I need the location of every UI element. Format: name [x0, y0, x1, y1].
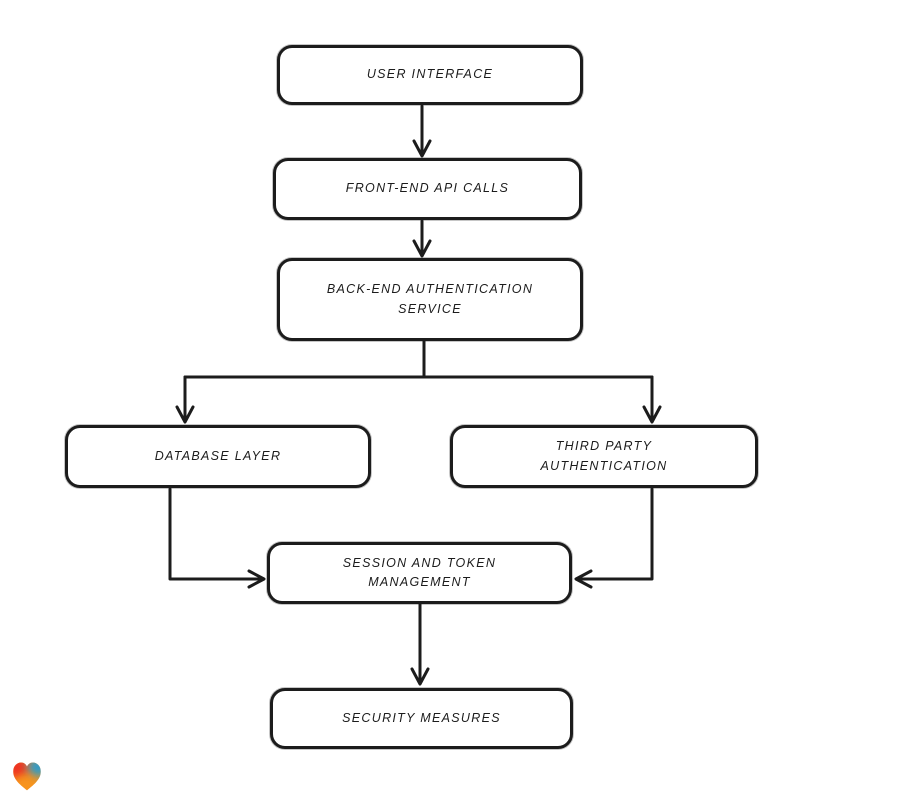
arrowhead-down-icon	[410, 667, 430, 686]
edge-database-to-session	[168, 487, 264, 581]
node-label: DATABASE LAYER	[154, 448, 282, 463]
node-label: THIRD PARTY AUTHENTICATION	[540, 439, 668, 473]
node-front-end-api-calls[interactable]: FRONT-END API CALLS	[273, 158, 582, 220]
node-session-token-mgmt[interactable]: SESSION AND TOKEN MANAGEMENT	[267, 542, 572, 604]
edge-thirdparty-to-session	[576, 487, 654, 581]
arrowhead-down-icon	[642, 405, 662, 424]
node-database-layer[interactable]: DATABASE LAYER	[65, 425, 371, 488]
arrowhead-right-icon	[247, 569, 266, 589]
arrowhead-down-icon	[175, 405, 195, 424]
eraser-heart-logo	[13, 762, 41, 791]
node-security-measures[interactable]: SECURITY MEASURES	[270, 688, 573, 749]
node-user-interface[interactable]: USER INTERFACE	[277, 45, 583, 105]
node-label: FRONT-END API CALLS	[345, 181, 510, 196]
arrowhead-down-icon	[412, 239, 432, 258]
node-label: SESSION AND TOKEN MANAGEMENT	[342, 555, 497, 589]
arrowhead-left-icon	[574, 569, 593, 589]
node-label: USER INTERFACE	[366, 67, 494, 82]
arrowhead-down-icon	[412, 139, 432, 158]
node-back-end-auth-service[interactable]: BACK-END AUTHENTICATION SERVICE	[277, 258, 583, 341]
node-third-party-auth[interactable]: THIRD PARTY AUTHENTICATION	[450, 425, 758, 488]
node-label: BACK-END AUTHENTICATION SERVICE	[326, 282, 534, 316]
node-label: SECURITY MEASURES	[342, 710, 501, 725]
edge-backend-branch	[183, 339, 654, 379]
